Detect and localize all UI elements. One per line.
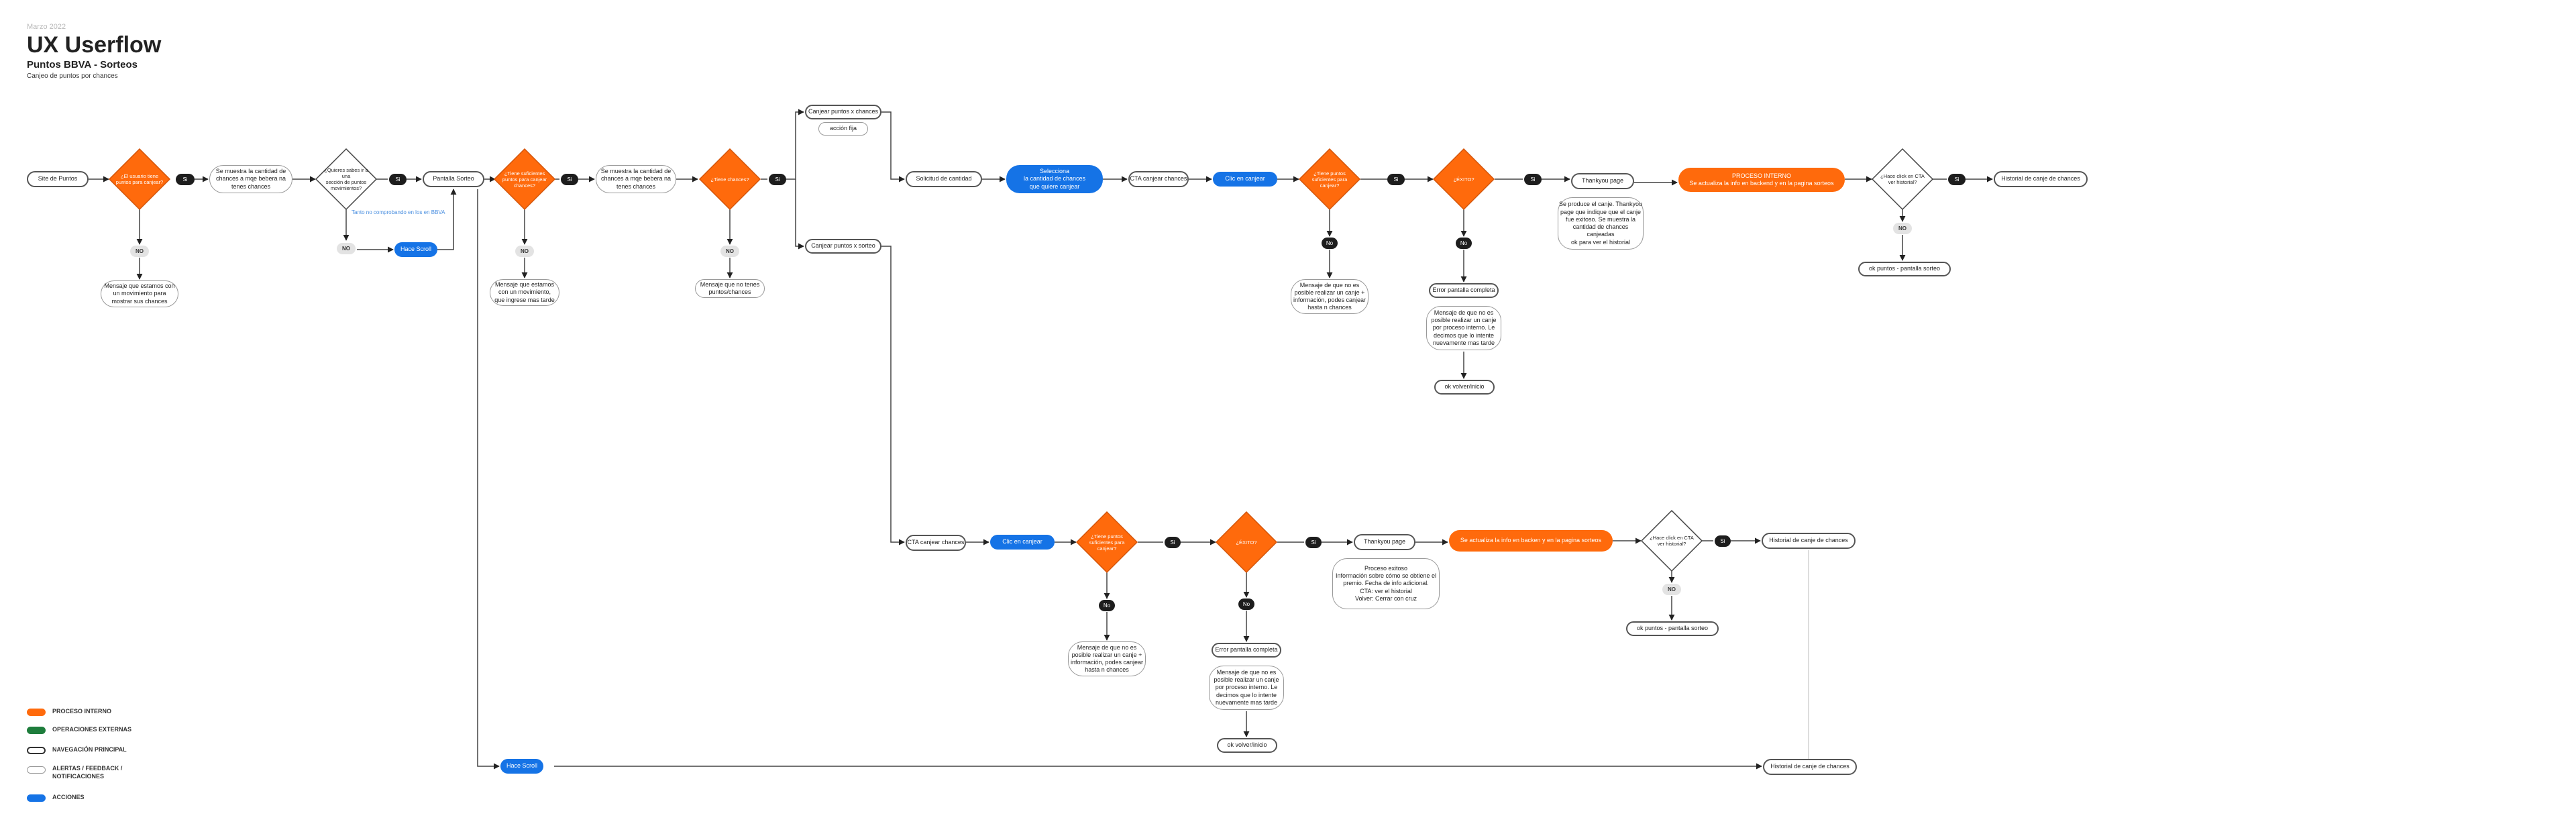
ok-puntos-node-1[interactable]: ok puntos - pantalla sorteo xyxy=(1858,262,1951,276)
decision-2-text: ¿Quieres sabes ir a una sección de punto… xyxy=(324,167,368,191)
historial-canje-node-2[interactable]: Historial de canje de chances xyxy=(1762,533,1856,549)
si-badge-8: Si xyxy=(1165,537,1181,548)
show-chances-2-node: Se muestra la cantidad de chances a mqe … xyxy=(596,165,676,193)
show-chances-node: Se muestra la cantidad de chances a mqe … xyxy=(209,165,292,193)
si-badge-9: Si xyxy=(1305,537,1322,548)
cta-canjear-chances-1[interactable]: CTA canjear chances xyxy=(1128,171,1189,187)
edge-branch-chances xyxy=(786,109,804,180)
canjear-sorteo-node[interactable]: Canjear puntos x sorteo xyxy=(805,239,881,254)
no-badge-9: No xyxy=(1238,599,1254,610)
decision-5-text: ¿Tiene puntos suficientes para canjear? xyxy=(1311,170,1348,189)
legend-label-external: OPERACIONES EXTERNAS xyxy=(52,726,132,733)
legend-label-alert: ALERTAS / FEEDBACK / NOTIFICACIONES xyxy=(52,765,123,780)
cta-canjear-chances-2[interactable]: CTA canjear chances xyxy=(906,535,966,551)
decision-8-text: ¿Tiene puntos suficientes para canjear? xyxy=(1089,533,1125,552)
page-subtitle: Puntos BBVA - Sorteos xyxy=(27,59,138,70)
yes-badge-4: Si xyxy=(769,174,786,185)
ok-volver-node-1[interactable]: ok volver/inicio xyxy=(1434,380,1495,395)
si-badge-2: Si xyxy=(389,174,407,185)
decision-diamond-4 xyxy=(698,148,761,211)
decision-diamond-9 xyxy=(1215,511,1278,574)
historial-canje-node-1[interactable]: Historial de canje de chances xyxy=(1994,171,2088,187)
msg-no-pts-canje-node: Mensaje de que no es posible realizar un… xyxy=(1291,279,1368,314)
thankyou-note-2: Proceso exitoso Información sobre cómo s… xyxy=(1332,558,1440,609)
si-badge-10: Si xyxy=(1715,535,1731,547)
decision-3-text: ¿Tiene suficientes puntos para canjear c… xyxy=(502,170,547,189)
no-badge-6: No xyxy=(1456,238,1472,249)
legend-label-nav: NAVEGACIÓN PRINCIPAL xyxy=(52,746,127,753)
legend-swatch-alert xyxy=(27,766,46,774)
proceso-interno-node-2: Se actualiza la info en backen y en la p… xyxy=(1449,530,1613,552)
decision-7-text: ¿Hace click en CTA ver historial? xyxy=(1880,173,1925,185)
no-badge-8: No xyxy=(1099,600,1115,611)
msg-no-movement-node: Mensaje que estamos con un movimiento, q… xyxy=(490,279,559,306)
no-badge-3: NO xyxy=(515,246,534,257)
decision-4-text: ¿Tiene chances? xyxy=(710,176,749,183)
no-badge-4: NO xyxy=(720,246,739,257)
decision-diamond-1 xyxy=(108,148,171,211)
decision-diamond-8 xyxy=(1075,511,1138,574)
error-pantalla-node-2: Error pantalla completa xyxy=(1212,643,1281,658)
canjear-chances-node[interactable]: Canjear puntos x chances xyxy=(805,105,881,119)
edge-pantalla-scroll2 xyxy=(477,189,500,770)
decision-6-text: ¿ÉXITO? xyxy=(1453,176,1474,183)
legend-swatch-nav xyxy=(27,747,46,754)
historial-canje-node-3[interactable]: Historial de canje de chances xyxy=(1763,759,1857,775)
yes-badge-3: Si xyxy=(561,174,578,185)
hace-scroll-button-1[interactable]: Hace Scroll xyxy=(394,242,437,257)
hace-scroll-button-2[interactable]: Hace Scroll xyxy=(500,759,543,774)
clic-canjear-button-2[interactable]: Clic en canjear xyxy=(990,535,1055,550)
accion-fija-node: acción fija xyxy=(818,122,868,136)
si-badge-5: Si xyxy=(1387,174,1405,185)
no-badge-5: No xyxy=(1322,238,1338,249)
ok-puntos-node-2[interactable]: ok puntos - pantalla sorteo xyxy=(1626,621,1719,636)
edge-scroll-pantalla xyxy=(437,189,457,250)
no-badge-10: NO xyxy=(1662,584,1681,595)
si-badge-6: Si xyxy=(1524,174,1542,185)
legend-swatch-action xyxy=(27,794,46,802)
edge-chances-solicitud xyxy=(881,111,905,183)
no-badge-2: NO xyxy=(337,243,356,254)
legend-swatch-process xyxy=(27,709,46,716)
clic-canjear-button-1[interactable]: Clic en canjear xyxy=(1213,172,1277,187)
legend-swatch-external xyxy=(27,727,46,734)
decision-9-text: ¿ÉXITO? xyxy=(1236,539,1257,545)
yes-badge-1: Si xyxy=(176,174,195,185)
decision-1-text: ¿El usuario tiene puntos para canjear? xyxy=(115,173,164,185)
solicitud-cantidad-node: Solicitud de cantidad xyxy=(906,171,982,187)
edge-branch-sorteo xyxy=(795,179,804,250)
thankyou-page-node-2: Thankyou page xyxy=(1354,534,1415,550)
msg-no-points-node: Mensaje que estamos con un movimiento pa… xyxy=(101,280,178,307)
msg-error-node-2: Mensaje de que no es posible realizar un… xyxy=(1209,666,1284,710)
edge-sorteo-cta2 xyxy=(881,246,905,545)
legend-label-action: ACCIONES xyxy=(52,794,85,800)
decision-diamond-10 xyxy=(1640,509,1703,572)
document-date: Marzo 2022 xyxy=(27,23,66,31)
decision-diamond-6 xyxy=(1432,148,1495,211)
legend-label-process: PROCESO INTERNO xyxy=(52,708,112,715)
decision-diamond-2 xyxy=(315,148,378,211)
decision-diamond-7 xyxy=(1871,148,1934,211)
thankyou-page-node-1: Thankyou page xyxy=(1571,173,1634,189)
decision-diamond-5 xyxy=(1298,148,1361,211)
selecciona-cantidad-button[interactable]: Selecciona la cantidad de chances que qu… xyxy=(1006,165,1103,193)
decision-10-text: ¿Hace click en CTA ver historial? xyxy=(1650,535,1694,547)
msg-error-node-1: Mensaje de que no es posible realizar un… xyxy=(1426,306,1501,350)
page-title: UX Userflow xyxy=(27,32,162,58)
error-pantalla-node-1: Error pantalla completa xyxy=(1429,283,1499,298)
proceso-interno-node-1: PROCESO INTERNO Se actualiza la info en … xyxy=(1678,168,1845,192)
ok-volver-node-2[interactable]: ok volver/inicio xyxy=(1217,738,1277,753)
no-badge-1: NO xyxy=(130,246,149,257)
pantalla-sorteo-node[interactable]: Pantalla Sorteo xyxy=(423,171,484,187)
site-de-puntos-node[interactable]: Site de Puntos xyxy=(27,171,89,187)
msg-no-pts-canje-node-2: Mensaje de que no es posible realizar un… xyxy=(1068,641,1146,676)
page-description: Canjeo de puntos por chances xyxy=(27,72,118,80)
info-note: Tanto no comprobando en los en BBVA xyxy=(352,209,445,215)
no-badge-7: NO xyxy=(1893,223,1912,234)
decision-diamond-3 xyxy=(493,148,556,211)
si-badge-7: Si xyxy=(1948,174,1966,185)
msg-no-chances-node: Mensaje que no tenes puntos/chances xyxy=(695,279,765,298)
thankyou-note-1: Se produce el canje. Thankyou page que i… xyxy=(1558,197,1644,250)
